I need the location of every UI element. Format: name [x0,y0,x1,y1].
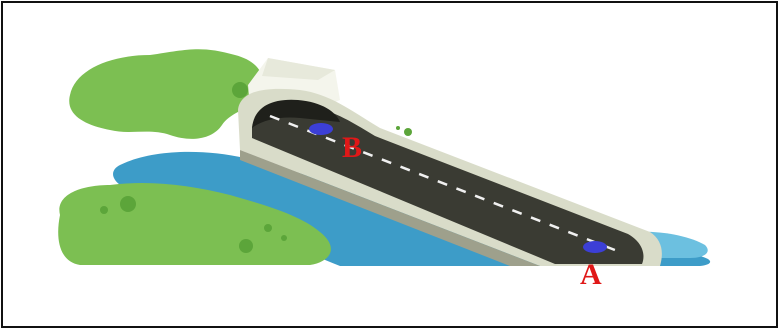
bush-dot [404,128,412,136]
point-b-label: B [342,131,362,164]
point-a-label: A [580,258,602,291]
point-b-marker [309,123,333,135]
bush-dot [120,196,136,212]
tree-upper [232,82,248,98]
bush-dot [281,235,287,241]
bush-dot [264,224,272,232]
bush-dot [396,126,400,130]
bush-dot [100,206,108,214]
bush-dot [239,239,253,253]
point-a-marker [583,241,607,253]
